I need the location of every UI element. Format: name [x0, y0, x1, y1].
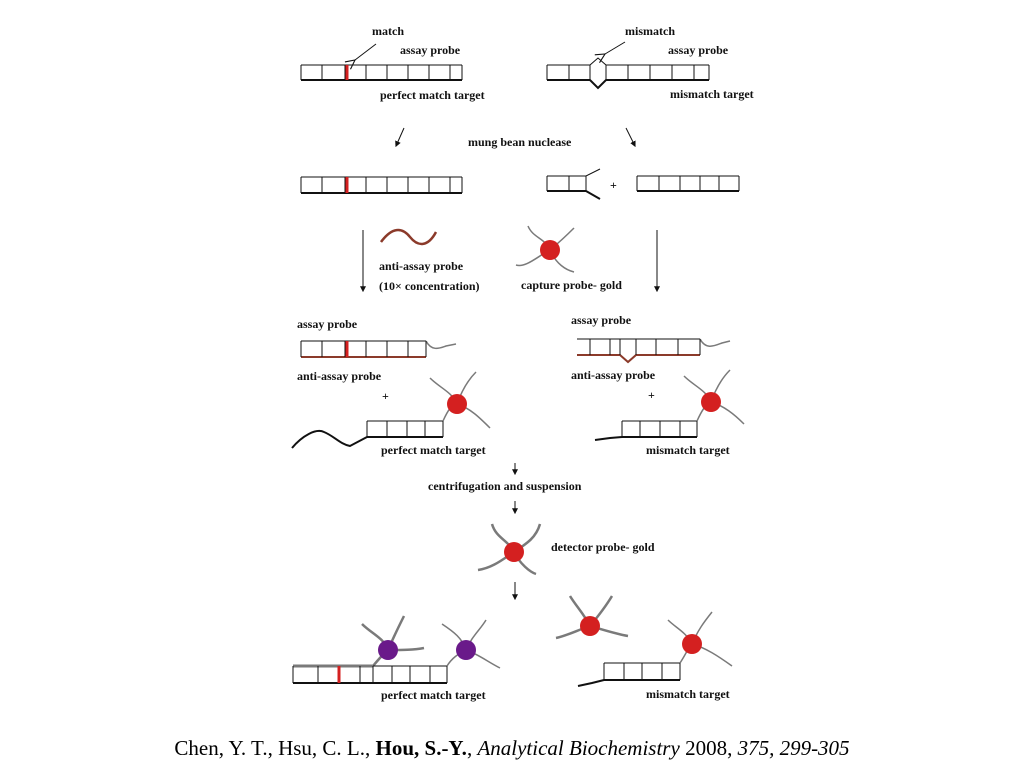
- detector-bound-particle-1: [378, 640, 398, 660]
- assay-probe-label-tl: assay probe: [400, 43, 461, 57]
- assay-probe-label-mr: assay probe: [571, 313, 632, 327]
- cleaved-fragment-left: [546, 168, 601, 200]
- nuclease-arrow-left: [395, 127, 405, 148]
- citation-authors: Chen, Y. T., Hsu, C. L.,: [174, 736, 376, 760]
- intact-duplex: [300, 176, 463, 194]
- perfect-match-target-label-tl: perfect match target: [380, 88, 485, 102]
- mismatch-target-label-tr: mismatch target: [670, 87, 754, 101]
- cleaved-fragment-right: [636, 175, 740, 192]
- detector-gold-particle: [504, 542, 524, 562]
- citation: Chen, Y. T., Hsu, C. L., Hou, S.-Y., Ana…: [0, 736, 1024, 761]
- probe-anti-probe-duplex-left: [300, 340, 457, 358]
- gold-particle: [540, 240, 560, 260]
- plus-sign-mr: +: [648, 388, 655, 402]
- mismatch-label: mismatch: [625, 24, 675, 38]
- plus-sign-nuclease: +: [610, 178, 617, 192]
- anti-assay-probe-label-ml: anti-assay probe: [297, 369, 382, 383]
- citation-separator: ,: [466, 736, 478, 760]
- capture-probe-gold-label: capture probe- gold: [521, 278, 622, 292]
- citation-highlight-author: Hou, S.-Y.: [375, 736, 467, 760]
- free-detector-gold-particle: [580, 616, 600, 636]
- perfect-match-target-label-bottom: perfect match target: [381, 688, 486, 702]
- citation-journal: Analytical Biochemistry: [477, 736, 680, 760]
- assay-probe-label-ml: assay probe: [297, 317, 358, 331]
- match-pointer-arrow: [355, 43, 377, 60]
- nuclease-arrow-right: [625, 127, 636, 148]
- mismatch-duplex: [546, 57, 710, 90]
- mung-bean-nuclease-label: mung bean nuclease: [468, 135, 572, 149]
- probe-anti-probe-duplex-right: [577, 338, 731, 364]
- citation-volume-pages: 375, 299-305: [737, 736, 850, 760]
- anti-assay-probe-label-mr: anti-assay probe: [571, 368, 656, 382]
- anti-assay-probe-label: anti-assay probe: [379, 259, 464, 273]
- centrifugation-label: centrifugation and suspension: [428, 479, 582, 493]
- gold-particle-left-capture: [447, 394, 467, 414]
- detector-probe-gold-label: detector probe- gold: [551, 540, 655, 554]
- gold-particle-right-capture: [701, 392, 721, 412]
- citation-year: 2008,: [679, 736, 738, 760]
- mismatch-capture-gold-particle: [682, 634, 702, 654]
- match-duplex: [300, 64, 463, 81]
- assay-probe-label-tr: assay probe: [668, 43, 729, 57]
- anti-assay-probe-strand: [379, 228, 438, 246]
- mismatch-pointer-arrow: [605, 41, 626, 54]
- mismatch-target-label-mr: mismatch target: [646, 443, 730, 457]
- detector-bound-particle-2: [456, 640, 476, 660]
- concentration-label: (10× concentration): [379, 279, 479, 293]
- mismatch-target-label-bottom: mismatch target: [646, 687, 730, 701]
- capture-probe-gold: [515, 225, 575, 273]
- perfect-match-target-label-ml: perfect match target: [381, 443, 486, 457]
- final-mismatch-complex: [577, 611, 733, 687]
- match-label: match: [372, 24, 404, 38]
- plus-sign-ml: +: [382, 389, 389, 403]
